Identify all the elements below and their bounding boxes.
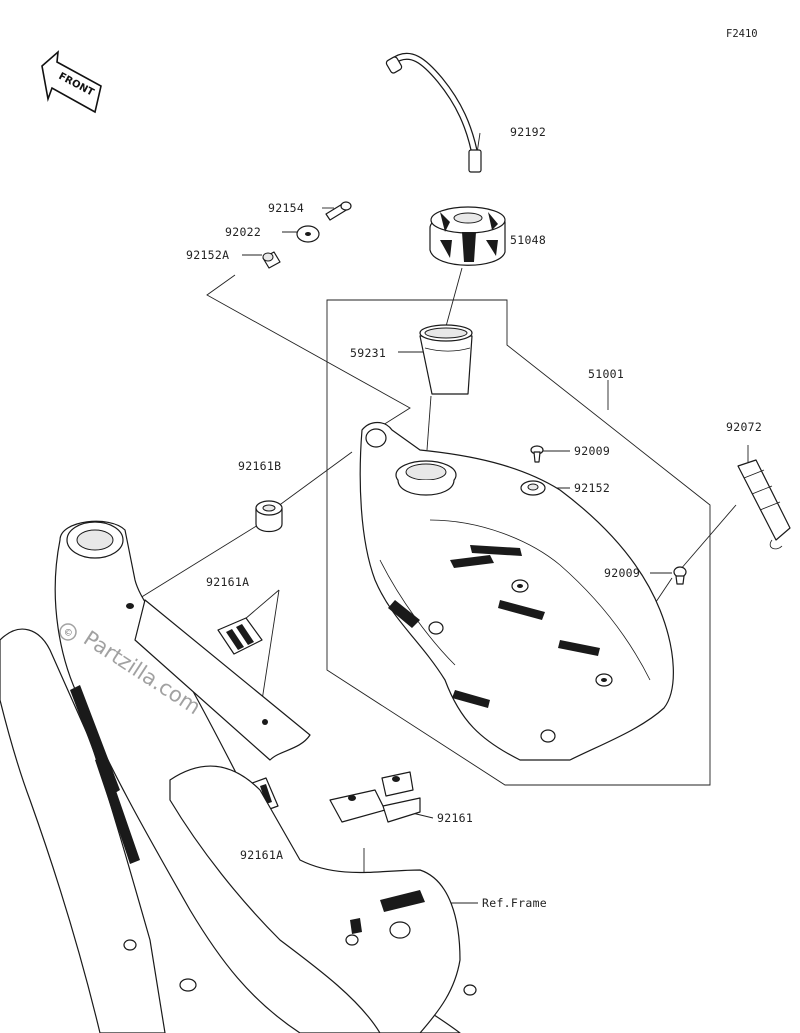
callout-92161A-lower: 92161A [240,848,283,862]
motorcycle-frame [0,520,477,1033]
fuel-cap [429,206,506,266]
callout-92192: 92192 [510,125,546,139]
callout-92161A-upper: 92161A [206,575,249,589]
callout-92072: 92072 [726,420,762,434]
fuel-tank [359,421,674,761]
callout-92009-side: 92009 [604,566,640,580]
damper-92161B [255,500,283,533]
callout-92152A: 92152A [186,248,229,262]
callout-51048: 51048 [510,233,546,247]
fuel-filter [419,324,473,395]
figure-code: F2410 [726,28,758,40]
damper-92161 [329,771,421,823]
callout-92161B: 92161B [238,459,281,473]
svg-text:©: © [65,626,72,639]
bolt-92009-side [673,566,687,585]
leader-lines [139,132,749,904]
bolt-92009-top [530,445,544,463]
callout-59231: 59231 [350,346,386,360]
callout-92161: 92161 [437,811,473,825]
bolt-92154 [325,201,352,221]
callout-ref-frame: Ref.Frame [482,896,547,910]
callout-51001: 51001 [588,367,624,381]
damper-92161A-upper [217,617,263,655]
washer-92022 [296,225,320,243]
assembly-outline [326,299,711,786]
collar-92152 [520,480,546,496]
collar-92152A [262,251,281,269]
tank-band [737,459,791,550]
front-arrow-icon: FRONT [41,50,102,114]
callout-92152: 92152 [574,481,610,495]
breather-hose [385,52,482,173]
callout-92022: 92022 [225,225,261,239]
callout-92009-top: 92009 [574,444,610,458]
callout-92154: 92154 [268,201,304,215]
